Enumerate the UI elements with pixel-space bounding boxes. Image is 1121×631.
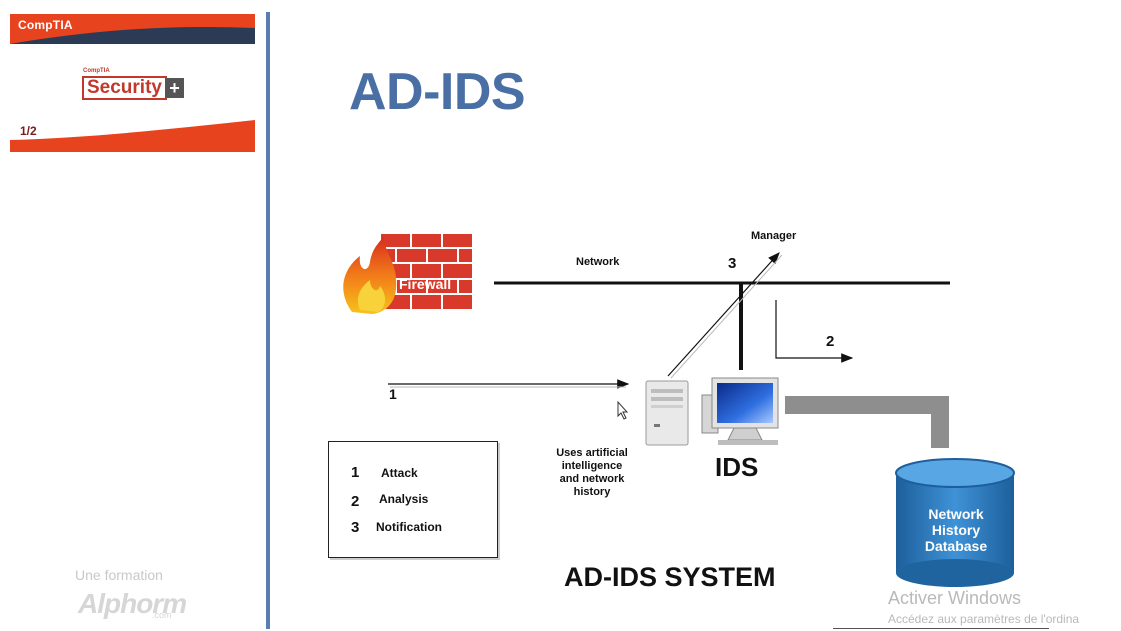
system-caption: AD-IDS SYSTEM (564, 562, 776, 592)
footer-caption: Une formation (75, 567, 163, 583)
db-label-line: History (931, 522, 981, 538)
database-icon (895, 458, 1015, 587)
manager-label: Manager (751, 230, 797, 242)
ai-note: Uses artificial intelligence and network… (542, 447, 642, 499)
logo-small-text: CompTIA (83, 68, 110, 74)
database-label: Network History Database (900, 506, 1012, 554)
ai-note-line: Uses artificial (556, 447, 628, 459)
legend-box: 1 Attack 2 Analysis 3 Notification (328, 441, 498, 558)
server-icon (645, 380, 689, 446)
ids-computer-icon (701, 377, 779, 445)
legend-num: 3 (351, 519, 360, 536)
comptia-brand: CompTIA (18, 18, 73, 32)
step-3-label: 3 (728, 255, 737, 272)
db-pipe (785, 396, 949, 448)
legend-text: Notification (376, 520, 442, 534)
alphorm-logo: Alphorm (78, 588, 187, 619)
overlay-underline (833, 628, 1049, 629)
activate-windows-subtitle: Accédez aux paramètres de l'ordina (888, 612, 1080, 626)
ai-note-line: intelligence (561, 460, 623, 472)
ai-note-line: and network (559, 473, 625, 485)
db-label-line: Network (928, 506, 984, 522)
top-banner (10, 14, 255, 44)
alphorm-domain: .com (152, 610, 172, 620)
legend-num: 2 (351, 493, 360, 510)
db-label-line: Database (924, 538, 988, 554)
ids-label: IDS (715, 452, 759, 482)
legend-num: 1 (351, 464, 360, 481)
ai-note-line: history (573, 486, 611, 498)
analysis-arrow (775, 300, 854, 363)
bottom-banner (10, 120, 255, 152)
network-label: Network (576, 256, 620, 268)
firewall-label: Firewall (399, 276, 452, 292)
firewall-icon (343, 232, 474, 314)
cursor-icon (617, 400, 629, 420)
notification-arrow (667, 252, 780, 377)
vertical-divider (266, 12, 270, 629)
legend-text: Analysis (379, 492, 429, 506)
legend-text: Attack (381, 466, 418, 480)
sidebar: CompTIA CompTIA Security + 1/2 Une forma… (0, 0, 268, 631)
page-indicator: 1/2 (20, 124, 37, 138)
step-1-label: 1 (389, 386, 397, 402)
logo-plus: + (165, 78, 184, 98)
activate-windows-title: Activer Windows (888, 588, 1022, 608)
notification-arrow-shadow (670, 254, 783, 379)
slide-title: AD-IDS (349, 63, 526, 121)
step-2-label: 2 (826, 333, 835, 350)
